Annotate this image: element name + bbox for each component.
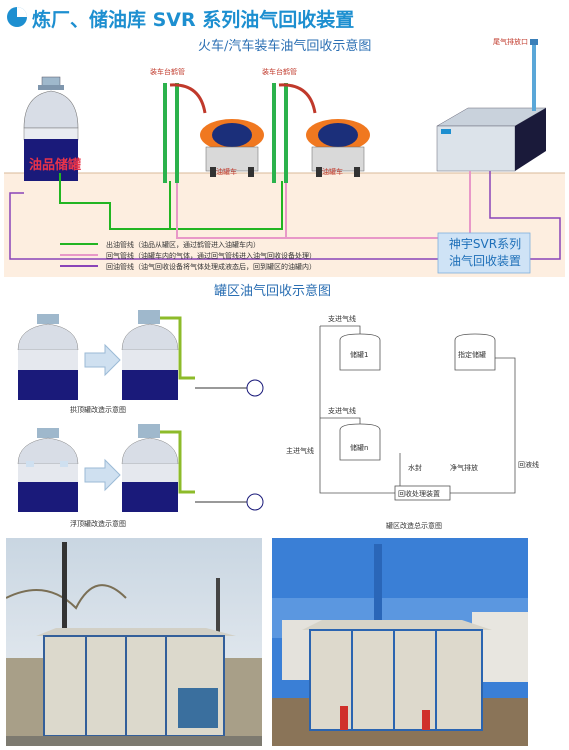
return-oil-label: 回液线 (518, 461, 539, 469)
branch-gas-label-1: 支进气线 (328, 315, 356, 323)
caption-floating-roof: 浮顶罐改造示意图 (70, 520, 126, 528)
tanker-label-2: 油罐车 (322, 168, 343, 176)
branch-gas-label-2: 支进气线 (328, 407, 356, 415)
tankn-label: 储罐n (350, 444, 369, 452)
loading-arm-label-1: 装车台鹤管 (150, 68, 185, 76)
legend-name: 回气管线 (106, 252, 134, 260)
legend-item: 回油管线（油气回收设备将气体处理成液态后，回到罐区的油罐内） (106, 262, 316, 272)
photo-1-image (6, 538, 262, 746)
legend-item: 出油管线（油品从罐区，通过鹤管进入油罐车内） (106, 240, 260, 250)
legend-name: 回油管线 (106, 263, 134, 271)
loading-arm-label-2: 装车台鹤管 (262, 68, 297, 76)
tank1-label: 储罐1 (350, 351, 369, 359)
main-gas-label: 主进气线 (286, 447, 314, 455)
clean-gas-label: 净气排放 (450, 464, 478, 472)
logo-icon (7, 7, 27, 27)
legend-desc: （油气回收设备将气体处理成液态后，回到罐区的油罐内） (134, 263, 316, 271)
vent-label: 尾气排放口 (493, 38, 528, 46)
device-name: 神宇SVR系列 油气回收装置 (442, 236, 528, 270)
tank-label: 油品储罐 (29, 158, 82, 173)
diagram-title: 火车/汽车装车油气回收示意图 (198, 39, 372, 54)
device-name-line2: 油气回收装置 (448, 254, 521, 268)
loading-diagram: 火车/汽车装车油气回收示意图 油品储罐 装车台鹤管 装车台鹤管 油罐车 油罐车 … (0, 33, 569, 278)
legend-desc: （油罐车内的气体，通过回气管线进入油气回收设备处理） (134, 252, 316, 260)
device-name-line1: 神宇SVR系列 (448, 237, 522, 251)
water-seal-label: 水封 (408, 464, 422, 472)
page-header: 炼厂、储油库 SVR 系列油气回收装置 (0, 0, 569, 34)
tanker-label-1: 油罐车 (216, 168, 237, 176)
legend-item: 回气管线（油罐车内的气体，通过回气管线进入油气回收设备处理） (106, 251, 316, 261)
legend-desc: （油品从罐区，通过鹤管进入油罐车内） (134, 241, 260, 249)
photo-installation-1 (6, 538, 262, 746)
legend-name: 出油管线 (106, 241, 134, 249)
caption-overall: 罐区改造总示意图 (386, 522, 442, 530)
photo-2-image (272, 538, 528, 746)
designated-tank-label: 指定储罐 (458, 351, 486, 359)
page-title: 炼厂、储油库 SVR 系列油气回收装置 (32, 9, 355, 31)
caption-fixed-roof: 拱顶罐改造示意图 (70, 406, 126, 414)
tank-area-diagram: 罐区油气回收示意图 拱顶罐改造示意图 浮顶罐改造示意图 罐区改造总示意图 支进气… (0, 278, 569, 536)
diagram-title: 罐区油气回收示意图 (214, 284, 332, 299)
photo-installation-2 (272, 538, 528, 746)
device-label: 回收处理装置 (398, 490, 440, 498)
